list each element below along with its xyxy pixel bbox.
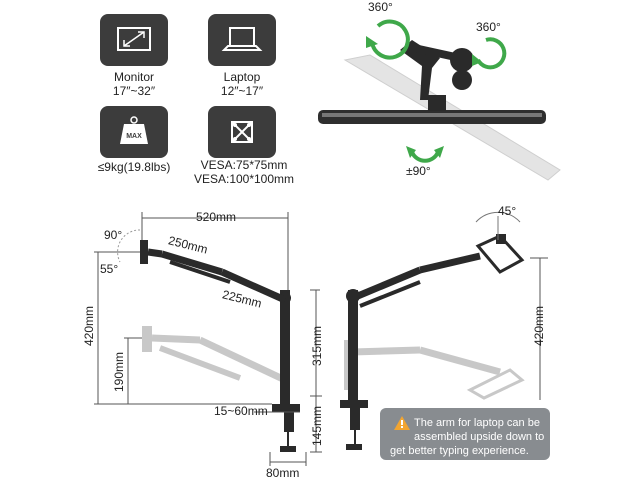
lower-arm-right (351, 266, 422, 302)
ghost-arm-right (344, 340, 525, 400)
monitor-label: Monitor (113, 70, 154, 84)
laptop-angle-label: 45° (498, 204, 517, 218)
clamp-height-label: 145mm (310, 405, 324, 446)
total-reach-label: 520mm (196, 210, 237, 224)
upper-arm-left (160, 250, 224, 276)
height-right-label: 420mm (532, 305, 546, 346)
height-low-label: 190mm (112, 351, 126, 392)
height-total-label: 420mm (82, 305, 96, 346)
pole-left (280, 290, 290, 408)
rotation-arm (400, 40, 440, 100)
note-line3: get better typing experience. (390, 445, 529, 457)
arm-lower-label: 225mm (220, 287, 264, 311)
vesa-icon (231, 121, 253, 143)
vesa-line2: VESA:100*100mm (193, 172, 295, 186)
vesa-plate-left (140, 240, 148, 264)
upper-arm-right (419, 252, 481, 274)
weight-label: ≤9kg(19.8lbs) (97, 160, 171, 174)
clamp-right (340, 400, 368, 430)
tilt-label: ±90° (406, 164, 431, 178)
laptop-tray (475, 234, 525, 274)
weight-icon: MAX (120, 116, 148, 144)
monitor-icon (117, 27, 151, 51)
tilted-monitor-ghost (343, 54, 561, 181)
pole-height-label: 315mm (310, 325, 324, 366)
tilt-arrow (410, 151, 440, 163)
vesa-tile (208, 106, 276, 158)
note-line2: assembled upside down to (414, 431, 545, 443)
monitor-range: 17″~32″ (112, 84, 156, 98)
monitor-caption: Monitor 17″~32″ (92, 70, 176, 98)
laptop-note: The arm for laptop can be assembled upsi… (380, 408, 550, 460)
monitor-tile (100, 14, 168, 66)
vesa-line1: VESA:75*75mm (200, 158, 288, 172)
swivel-left-arrow (370, 19, 410, 60)
monitor-panel (318, 110, 546, 124)
clamp-width-label: 80mm (266, 466, 300, 480)
swivel-right-label: 360° (476, 20, 501, 34)
pole-right (348, 290, 358, 400)
warning-icon (394, 416, 410, 430)
note-line1: The arm for laptop can be (414, 417, 540, 429)
arm-joint (450, 48, 474, 72)
laptop-range: 12″~17″ (220, 84, 264, 98)
weight-badge: MAX (126, 133, 142, 140)
arm-upper-label: 250mm (166, 233, 210, 257)
weight-tile: MAX (100, 106, 168, 158)
laptop-caption: Laptop 12″~17″ (200, 70, 284, 98)
vesa-caption: VESA:75*75mm VESA:100*100mm (186, 158, 302, 186)
tilt-down-label: 55° (100, 262, 119, 276)
swivel-left-label: 360° (368, 0, 393, 14)
tilt-up-label: 90° (104, 228, 123, 242)
laptop-icon (221, 27, 263, 51)
clamp-range-label: 15~60mm (214, 404, 268, 418)
laptop-label: Laptop (223, 70, 261, 84)
swivel-right-arrow (476, 37, 507, 70)
laptop-tile (208, 14, 276, 66)
ghost-arm-left (142, 326, 287, 384)
clamp-left (272, 404, 300, 432)
